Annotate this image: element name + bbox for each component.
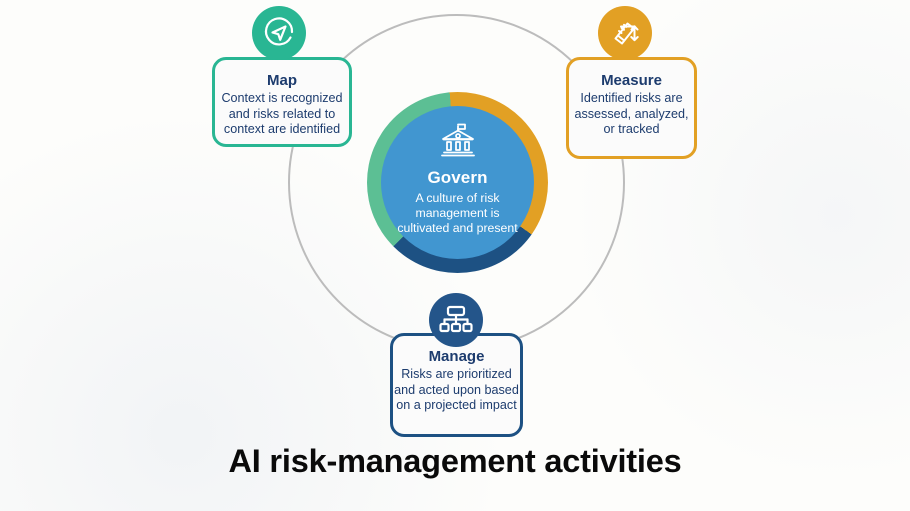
card-manage-title: Manage <box>428 348 485 365</box>
card-measure[interactable]: Measure Identified risks are assessed, a… <box>566 57 697 159</box>
card-manage-description: Risks are prioritized and acted upon bas… <box>394 367 519 412</box>
govern-title: Govern <box>427 168 488 187</box>
card-measure-description: Identified risks are assessed, analyzed,… <box>574 91 689 136</box>
card-measure-title: Measure <box>601 72 662 89</box>
card-map-title: Map <box>267 72 297 89</box>
card-map-description: Context is recognized and risks related … <box>221 91 343 136</box>
navigation-arrow-icon <box>252 6 306 60</box>
card-map[interactable]: Map Context is recognized and risks rela… <box>212 57 352 147</box>
page-title: AI risk-management activities <box>228 443 682 479</box>
org-chart-icon <box>429 293 483 347</box>
card-manage[interactable]: Manage Risks are prioritized and acted u… <box>390 333 523 437</box>
govern-core: Govern A culture of risk management is c… <box>381 106 534 259</box>
govern-description: A culture of risk management is cultivat… <box>397 191 518 235</box>
govern-donut: Govern A culture of risk management is c… <box>367 92 548 273</box>
government-building-icon <box>438 122 478 163</box>
ruler-arrow-icon <box>598 6 652 60</box>
